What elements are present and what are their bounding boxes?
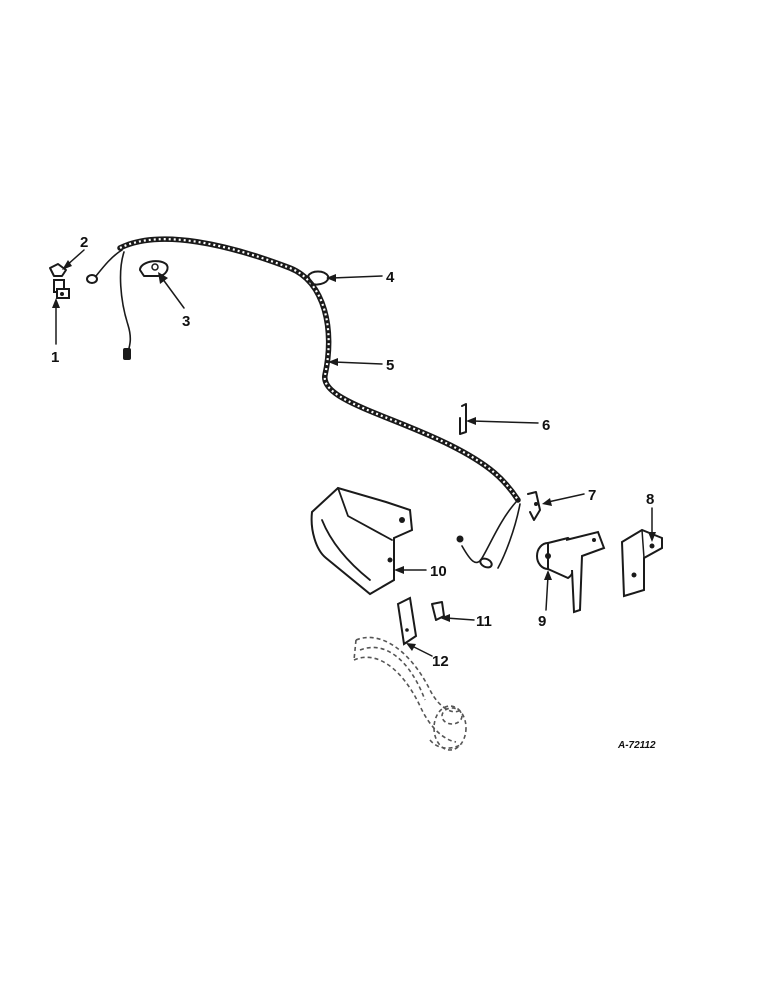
sender-unit (536, 530, 606, 614)
leader-lines (52, 249, 656, 657)
wiring-harness (86, 236, 521, 569)
callout-10: 10 (430, 563, 447, 580)
callout-12: 12 (432, 653, 449, 670)
cable-clip (307, 270, 330, 286)
mounting-strap (396, 596, 445, 646)
callout-numbers: 2 1 3 4 5 6 7 8 9 10 11 12 (51, 234, 654, 670)
switch-assembly (49, 263, 70, 299)
harness-clip (139, 260, 169, 277)
phantom-frame-member (353, 636, 467, 751)
drawing-reference-code: A-72112 (617, 740, 656, 751)
callout-7: 7 (588, 487, 596, 504)
callout-2: 2 (80, 234, 88, 251)
small-bracket (459, 403, 467, 435)
callout-9: 9 (538, 613, 546, 630)
callout-11: 11 (476, 613, 492, 630)
shield-guard (310, 486, 414, 596)
callout-1: 1 (51, 349, 59, 366)
callout-6: 6 (542, 417, 550, 434)
callout-5: 5 (386, 357, 394, 374)
callout-3: 3 (182, 313, 190, 330)
angle-bracket (620, 528, 663, 598)
callout-8: 8 (646, 491, 654, 508)
sender-clip (527, 491, 541, 521)
callout-4: 4 (386, 269, 395, 286)
